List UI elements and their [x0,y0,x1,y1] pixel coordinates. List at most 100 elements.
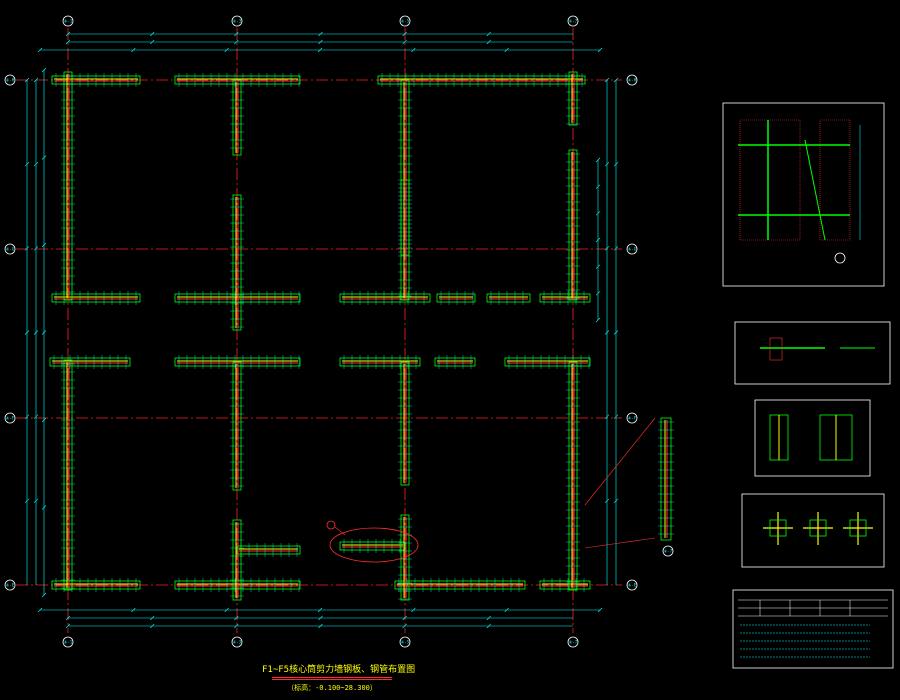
wall-outline [63,71,73,301]
wall-segment [236,543,301,557]
wall-segment [539,291,591,305]
axis-bubble-circle [567,636,579,648]
dimension-tick [224,607,229,613]
section-leader [584,417,656,506]
dimension-tick [595,211,601,216]
drawing-title-block: F1~F5核心筒剪力墙钢板、钢管布置图 （标高：-0.100~28.300） [262,662,416,693]
wall-outline [568,149,578,301]
axis-bubble: ④-3 [231,636,243,648]
axis-bubble-circle [62,15,74,27]
axis-bubble-circle [399,15,411,27]
dimension-tick [595,264,601,269]
wall-segment [51,578,141,592]
axis-bubble: ④-E [626,579,638,591]
wall-segment [566,361,580,591]
wall-outline [49,357,131,367]
wall-segment [398,179,412,301]
dimension-tick [33,246,39,251]
dimension-tick [33,161,39,167]
wall-segment [339,539,406,553]
axis-bubble: ④-1 [62,636,74,648]
section-box [849,519,867,537]
wall-outline [400,361,410,486]
dimension-tick [41,67,47,73]
wall-outline [236,545,301,555]
callout-marker [326,520,336,530]
dimension-tick [65,615,71,621]
wall-outline [339,357,421,367]
axis-bubble: ④-G [626,243,638,255]
section-leader [584,537,656,549]
wall-segment [486,291,531,305]
dimension-tick [149,623,155,629]
wall-outline [232,519,242,601]
axis-bubble-label: ④-F [6,416,15,421]
hatch-area [739,119,801,241]
dimension-tick [234,615,239,621]
dimension-tick [595,291,601,296]
dimension-tick [33,498,39,504]
axis-bubble-circle [626,579,638,591]
wall-outline [436,293,476,303]
dimension-tick [613,161,619,167]
axis-bubble-label: ④-H [628,78,637,83]
dimension-tick [41,417,47,423]
dimension-tick [24,330,30,335]
dimension-tick [595,317,601,323]
wall-segment [566,149,580,301]
dimension-tick [149,615,155,621]
callout-leader [334,526,346,536]
axis-bubble-label: ④-G [6,247,15,252]
dimension-tick [65,623,71,629]
dimension-tick [504,47,509,53]
detail-panel-5 [732,589,894,669]
panel-frame [741,493,885,568]
axis-bubble: ④-G [4,243,16,255]
dimension-tick [131,607,136,613]
wall-segment [377,73,586,87]
wall-segment [339,355,421,369]
axis-bubble: ④-3 [231,15,243,27]
axis-bubble-circle [231,15,243,27]
axis-bubble-circle [4,243,16,255]
dimension-tick [234,31,239,37]
axis-bubble: ④-5 [399,636,411,648]
dimension-tick [24,246,30,251]
wall-outline [660,417,672,541]
wall-segment [504,355,591,369]
dimension-tick [597,607,603,613]
title-underline [272,677,392,678]
dimension-tick [597,47,603,53]
dimension-tick [131,47,136,53]
drawing-scale-note: （标高：-0.100~28.300） [287,684,377,692]
axis-bubble-circle [231,636,243,648]
axis-bubble-circle [4,412,16,424]
section-box [809,519,827,537]
wall-outline [400,514,410,601]
callout-ellipse [329,527,419,563]
wall-outline [232,361,242,491]
dimension-tick [317,47,323,53]
axis-bubble-circle [834,252,846,264]
dimension-tick [411,47,416,53]
title-underline-secondary [272,679,392,680]
dimension-tick [318,623,323,629]
dimension-tick [41,330,47,335]
dimension-tick [595,237,601,243]
axis-bubble: ④-7 [567,636,579,648]
dimension-tick [33,414,39,419]
dimension-tick [613,414,619,419]
wall-segment [566,71,580,126]
dimension-tick [41,505,47,510]
dimension-tick [402,623,407,629]
dimension-chains [24,31,619,629]
dimension-tick [33,77,39,83]
axis-grid [16,28,622,633]
dimension-tick [41,155,47,160]
axis-bubble: ④-E [4,579,16,591]
wall-segment [51,291,141,305]
drawing-title: F1~F5核心筒剪力墙钢板、钢管布置图 [262,665,416,675]
dimension-tick [234,39,239,45]
wall-segment [436,291,476,305]
plate-line [804,139,826,241]
